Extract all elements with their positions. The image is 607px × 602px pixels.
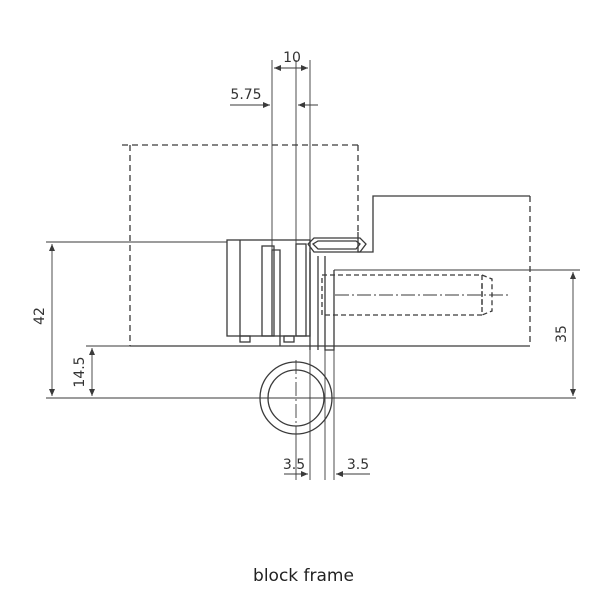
dim-label-5-75: 5.75 [230,87,261,103]
centerlines [262,294,510,440]
hinge-leaf [226,239,311,343]
dim-label-14-5: 14.5 [72,356,88,387]
dim-label-35: 35 [554,325,570,343]
dim-label-10: 10 [283,50,301,66]
frame-outline-solid [130,195,531,347]
frame-outline-dashed [122,144,359,346]
hinge-body [271,249,335,351]
diagram-caption: block frame [253,566,354,586]
dim-label-42: 42 [32,307,48,325]
dim-label-3-5-right: 3.5 [347,457,369,473]
dimension-lines [49,65,576,477]
hinge-clip [307,237,367,253]
extension-lines [46,60,580,480]
dim-label-3-5-left: 3.5 [283,457,305,473]
